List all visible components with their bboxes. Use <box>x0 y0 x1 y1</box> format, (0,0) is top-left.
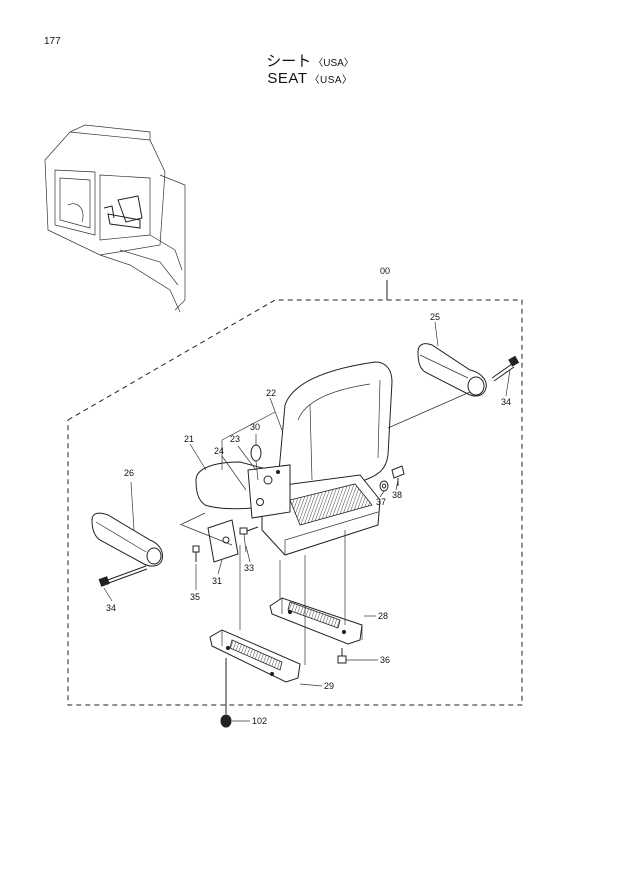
callout-35: 35 <box>190 592 200 602</box>
callout-24: 24 <box>214 446 224 456</box>
screw-35 <box>192 545 200 562</box>
bolt-34-right <box>491 355 520 382</box>
seat-assembly <box>195 361 393 556</box>
callout-37: 37 <box>376 497 386 507</box>
screw-33 <box>239 526 259 553</box>
title-japanese: シート〈USA〉 <box>0 50 620 71</box>
cover-plate-31 <box>207 519 239 563</box>
slide-rail-28 <box>269 597 363 645</box>
nut-36 <box>337 648 347 664</box>
callout-34-left: 34 <box>106 603 116 613</box>
bolt-34-left <box>98 565 148 587</box>
callout-30: 30 <box>250 422 260 432</box>
callout-34-right: 34 <box>501 397 511 407</box>
callout-36: 36 <box>380 655 390 665</box>
page-number: 177 <box>44 36 61 47</box>
callout-29: 29 <box>324 681 334 691</box>
assembly-number: 00 <box>380 266 390 276</box>
leader-lines <box>103 321 511 722</box>
callout-23: 23 <box>230 434 240 444</box>
title-jp-suffix: 〈USA〉 <box>313 58 354 69</box>
armrest-left <box>91 512 163 567</box>
callout-25: 25 <box>430 312 440 322</box>
callout-33: 33 <box>244 563 254 573</box>
callout-38: 38 <box>392 490 402 500</box>
title-jp-text: シート <box>266 53 312 70</box>
alignment-lines <box>179 411 346 665</box>
slide-rail-29 <box>209 629 301 683</box>
callout-28: 28 <box>378 611 388 621</box>
nut-37 <box>379 480 389 492</box>
bolt-102 <box>220 658 232 728</box>
knob-38 <box>391 465 405 486</box>
title-english: SEAT〈USA〉 <box>0 70 620 87</box>
callout-31: 31 <box>212 576 222 586</box>
callout-22: 22 <box>266 388 276 398</box>
assembly-boundary <box>67 280 523 706</box>
title-en-text: SEAT <box>267 70 308 87</box>
title-en-suffix: 〈USA〉 <box>309 75 353 86</box>
armrest-right <box>417 343 487 397</box>
callout-26: 26 <box>124 468 134 478</box>
callout-21: 21 <box>184 434 194 444</box>
callout-102: 102 <box>252 716 267 726</box>
cab-location-sketch <box>44 124 186 313</box>
